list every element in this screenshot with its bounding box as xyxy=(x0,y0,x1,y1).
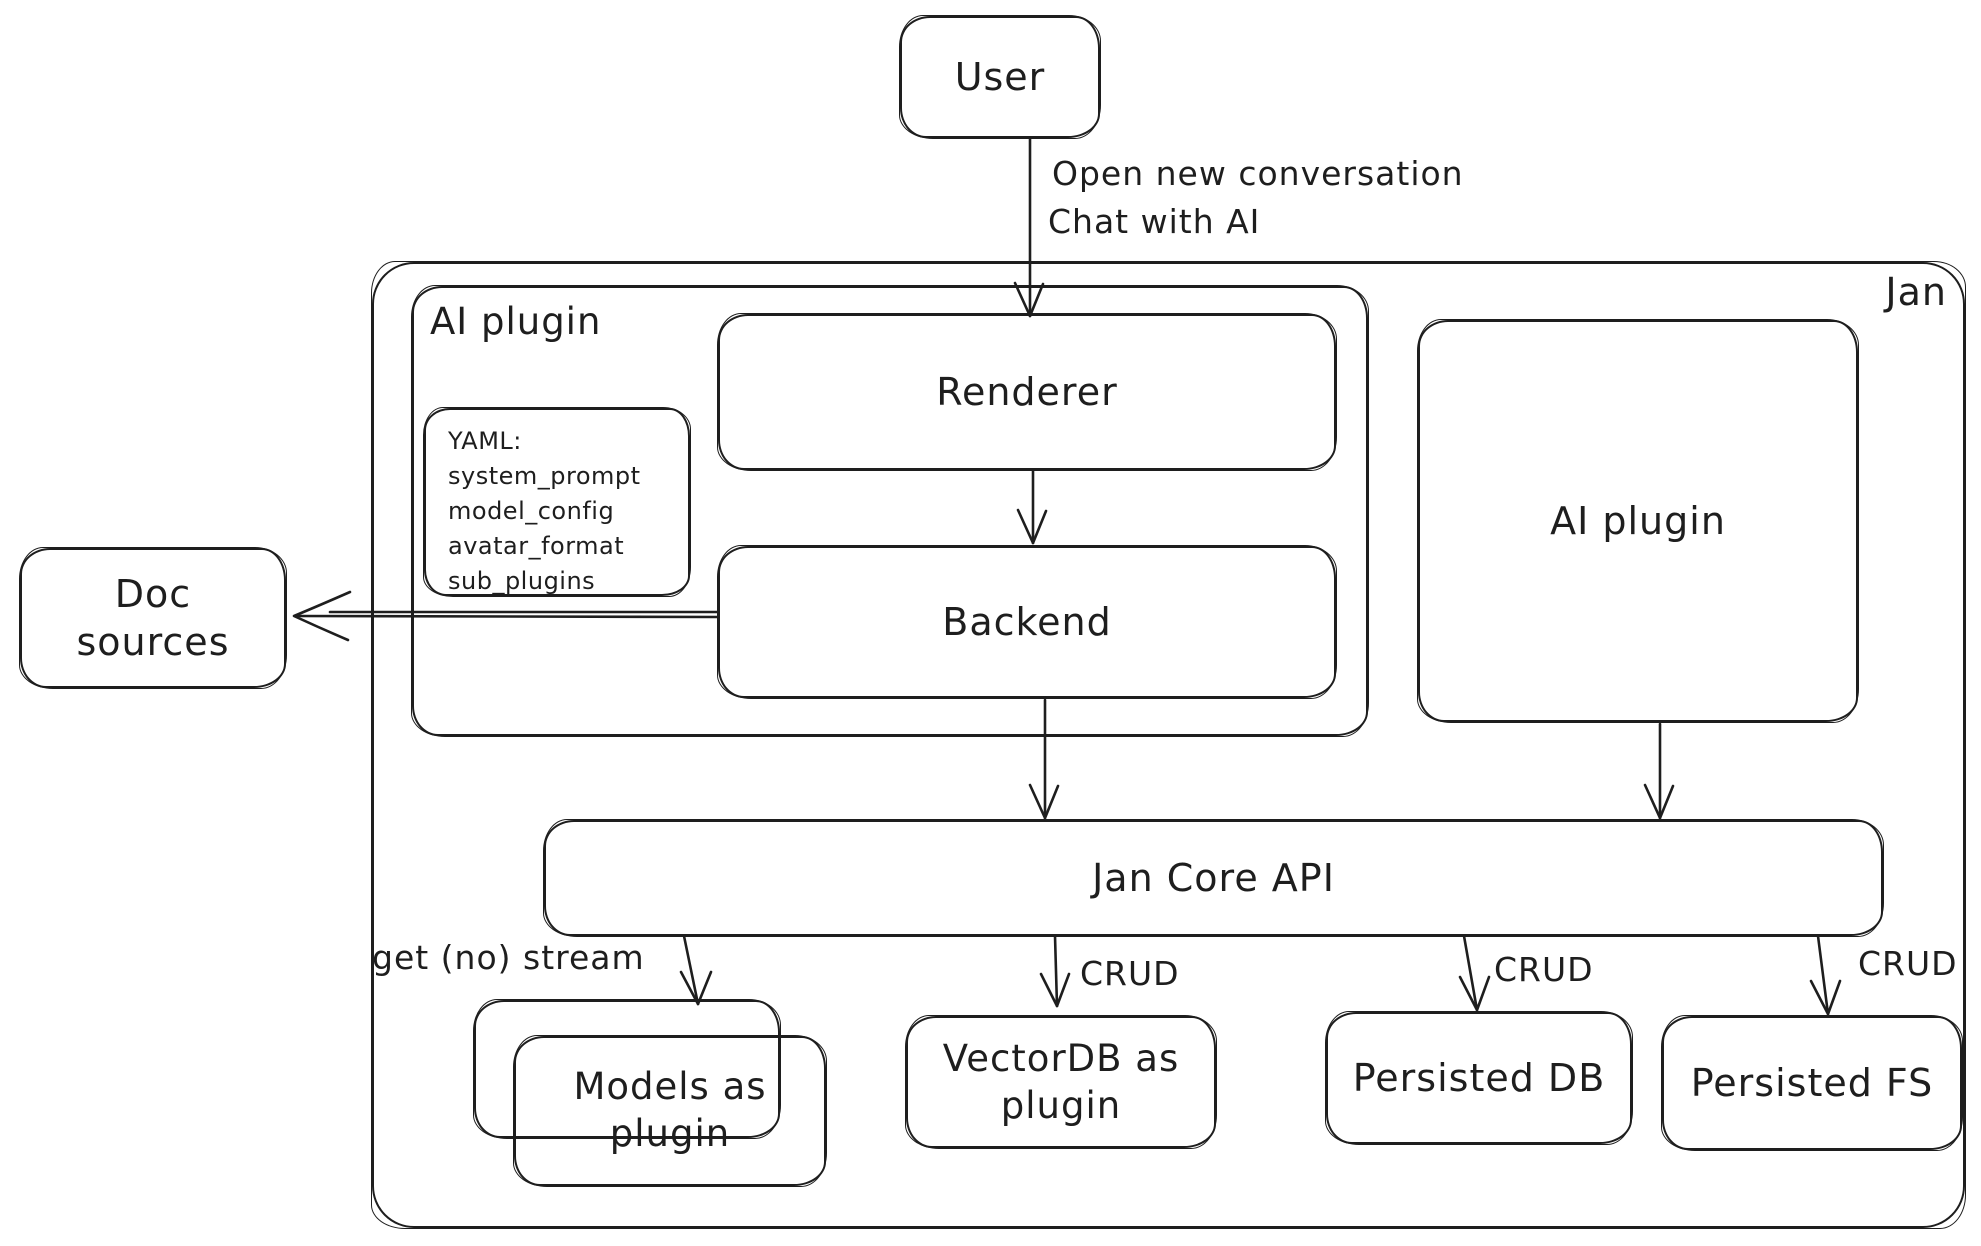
yaml-note-line: sub_plugins xyxy=(448,567,596,595)
vectordb-as-plugin-label: VectorDB as plugin xyxy=(942,1037,1180,1127)
node-user: User xyxy=(899,15,1101,139)
node-backend: Backend xyxy=(717,545,1337,699)
yaml-note-line: avatar_format xyxy=(448,532,625,560)
ai-plugin-label: AI plugin xyxy=(1550,499,1726,543)
backend-label: Backend xyxy=(942,600,1112,644)
edge-label-crud-persisted-db: CRUD xyxy=(1494,950,1594,989)
arrow-head xyxy=(292,590,352,642)
node-renderer: Renderer xyxy=(717,313,1337,471)
user-label: User xyxy=(954,55,1046,99)
node-ai-plugin: AI plugin xyxy=(1417,319,1859,723)
persisted-fs-label: Persisted FS xyxy=(1690,1061,1934,1105)
ai-plugin-container-label: AI plugin xyxy=(430,300,602,343)
edge-label-get-no-stream: get (no) stream xyxy=(372,938,645,977)
node-persisted-db: Persisted DB xyxy=(1325,1011,1633,1145)
node-jan-core-api: Jan Core API xyxy=(543,819,1884,937)
persisted-db-label: Persisted DB xyxy=(1352,1056,1606,1100)
yaml-note-line: model_config xyxy=(448,497,615,525)
node-persisted-fs: Persisted FS xyxy=(1661,1015,1963,1151)
edge-label-open-conversation: Open new conversation xyxy=(1052,154,1464,193)
jan-core-api-label: Jan Core API xyxy=(1092,856,1335,900)
models-as-plugin-label: Models as plugin xyxy=(573,1065,767,1155)
edge-label-crud-vectordb: CRUD xyxy=(1080,954,1180,993)
yaml-note-line: system_prompt xyxy=(448,462,641,490)
node-vectordb-as-plugin: VectorDB as plugin xyxy=(905,1015,1217,1149)
renderer-label: Renderer xyxy=(936,370,1118,414)
edge-label-crud-persisted-fs: CRUD xyxy=(1858,944,1958,983)
yaml-note-line: YAML: xyxy=(448,427,522,455)
yaml-note: YAML: system_prompt model_config avatar_… xyxy=(423,407,691,597)
edge-label-chat-with-ai: Chat with AI xyxy=(1048,202,1261,241)
jan-container-label: Jan xyxy=(1885,270,1947,314)
doc-sources-label: Doc sources xyxy=(76,572,230,664)
node-doc-sources: Doc sources xyxy=(19,547,287,689)
